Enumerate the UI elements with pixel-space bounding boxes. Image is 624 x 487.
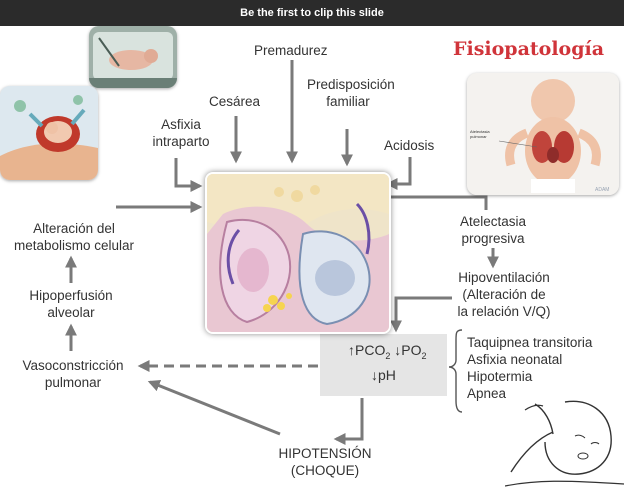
infant-label-line2: pulmonar bbox=[470, 134, 487, 139]
arrow-gases-to-hipotension bbox=[333, 398, 364, 445]
consequences-bracket bbox=[448, 329, 463, 413]
ph-label: pH bbox=[378, 367, 396, 383]
gases-line1: ↑PCO2 ↓PO2 bbox=[348, 342, 427, 361]
label-vasoconstriccion-line2: pulmonar bbox=[44, 375, 102, 390]
pco2-arrow: ↑ bbox=[348, 342, 355, 358]
top-banner: Be the first to clip this slide bbox=[0, 0, 624, 26]
alveolus-illustration bbox=[205, 172, 391, 334]
arrow-hipoventilacion-to-gases bbox=[390, 296, 452, 333]
label-premadurez: Premadurez bbox=[254, 43, 328, 58]
premature-infant-photo bbox=[89, 26, 177, 88]
consequence-item: Asfixia neonatal bbox=[467, 352, 563, 367]
infant-sketch bbox=[504, 380, 624, 487]
label-hipoperfusion-line1: Hipoperfusión bbox=[29, 288, 113, 303]
label-hipotension-line2: (CHOQUE) bbox=[290, 463, 360, 478]
label-hipoperfusion-line2: alveolar bbox=[47, 305, 95, 320]
arrow-center-to-atelectasia bbox=[387, 195, 488, 210]
banner-text: Be the first to clip this slide bbox=[240, 7, 384, 19]
label-hipoventilacion-line1: Hipoventilación bbox=[458, 270, 550, 285]
label-alteracion-line1: Alteración del bbox=[33, 221, 115, 236]
gases-line2: ↓pH bbox=[371, 367, 396, 383]
slide-title: Fisiopatología bbox=[453, 38, 605, 60]
label-vasoconstriccion: Vasoconstricción pulmonar bbox=[8, 357, 138, 391]
pco2-sub: 2 bbox=[385, 350, 391, 361]
label-asfixia: Asfixia intraparto bbox=[143, 116, 219, 150]
arrows-layer bbox=[65, 60, 499, 445]
arrow-acidosis bbox=[385, 157, 412, 190]
po2-arrow: ↓ bbox=[394, 342, 402, 358]
label-atelectasia-line1: Atelectasia bbox=[459, 214, 527, 229]
label-alteracion: Alteración del metabolismo celular bbox=[8, 220, 140, 254]
cesarean-illustration bbox=[0, 86, 98, 180]
label-predisposicion-line1: Predisposición bbox=[307, 77, 395, 92]
label-cesarea: Cesárea bbox=[209, 94, 261, 109]
label-hipotension-line1: HIPOTENSIÓN bbox=[278, 446, 372, 461]
consequences-list: Taquipnea transitoria Asfixia neonatal H… bbox=[467, 334, 592, 402]
image-watermark: ADAM bbox=[595, 187, 609, 193]
label-acidosis: Acidosis bbox=[384, 138, 435, 153]
label-hipoperfusion: Hipoperfusión alveolar bbox=[14, 287, 128, 321]
label-hipoventilacion-line3: la relación V/Q) bbox=[457, 304, 551, 319]
label-hipotension: HIPOTENSIÓN (CHOQUE) bbox=[270, 445, 380, 479]
label-alteracion-line2: metabolismo celular bbox=[13, 238, 135, 253]
pco2-label: PCO bbox=[355, 342, 386, 358]
arrow-hipotension-to-vasoconstriccion bbox=[147, 379, 281, 436]
label-hipoventilacion: Hipoventilación (Alteración de la relaci… bbox=[446, 269, 562, 320]
arrow-asfixia bbox=[174, 158, 203, 192]
consequence-item: Taquipnea transitoria bbox=[467, 335, 593, 350]
label-hipoventilacion-line2: (Alteración de bbox=[462, 287, 546, 302]
label-asfixia-line2: intraparto bbox=[152, 134, 210, 149]
label-atelectasia-line2: progresiva bbox=[461, 231, 525, 246]
infant-label-line1: Atelectasia bbox=[470, 129, 490, 134]
label-vasoconstriccion-line1: Vasoconstricción bbox=[22, 358, 124, 373]
infant-atelectasis-illustration: Atelectasia pulmonar ADAM bbox=[467, 73, 619, 195]
consequence-item: Hipotermia bbox=[467, 369, 533, 384]
label-predisposicion: Predisposición familiar bbox=[307, 76, 395, 110]
consequence-item: Apnea bbox=[467, 386, 507, 401]
po2-sub: 2 bbox=[421, 350, 427, 361]
po2-label: PO bbox=[401, 342, 422, 358]
slide: Fisiopatología Premadurez Cesárea Predis… bbox=[0, 26, 624, 487]
blood-gases-box: ↑PCO2 ↓PO2 ↓pH bbox=[320, 334, 447, 396]
label-asfixia-line1: Asfixia bbox=[161, 117, 201, 132]
label-predisposicion-line2: familiar bbox=[326, 94, 370, 109]
label-atelectasia: Atelectasia progresiva bbox=[448, 213, 538, 247]
ph-arrow: ↓ bbox=[371, 367, 378, 383]
